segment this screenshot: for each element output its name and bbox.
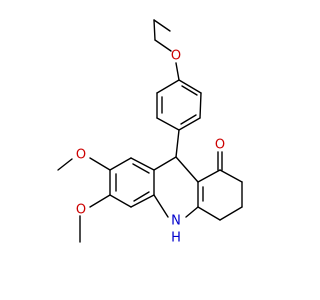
bond-phenyl-3 bbox=[178, 117, 201, 131]
amine-nitrogen-label: N bbox=[171, 214, 181, 229]
bond-central-1 bbox=[153, 156, 177, 171]
bond-benzo-1 bbox=[130, 157, 155, 171]
bond-benzo-double-a bbox=[132, 163, 150, 174]
bond-ethyl-ch3 bbox=[153, 19, 171, 32]
bond-methoxy-upper-ring bbox=[89, 157, 111, 171]
bond-methoxy-upper-me bbox=[57, 158, 73, 171]
bond-phenyl-1 bbox=[178, 79, 202, 94]
bond-phenyl-double-a bbox=[181, 85, 198, 96]
bond-benzo-4 bbox=[109, 194, 132, 208]
bond-central-4 bbox=[185, 206, 199, 218]
bond-benzo-double-c bbox=[133, 191, 150, 202]
molecule-structure: O O O O N H bbox=[57, 19, 243, 246]
bond-cyclo-5 bbox=[197, 206, 221, 221]
bond-phenyl-double-b bbox=[180, 114, 197, 125]
bond-phenyl-6 bbox=[156, 79, 180, 94]
bond-ethoxy-o-ring bbox=[175, 62, 180, 81]
bond-central-6 bbox=[175, 156, 199, 183]
ethoxy-oxygen-label: O bbox=[171, 49, 181, 64]
bond-benzo-2 bbox=[109, 157, 132, 171]
bond-central-3 bbox=[153, 194, 169, 218]
bond-phenyl-4 bbox=[156, 117, 180, 131]
bond-cyclo-1 bbox=[197, 169, 221, 183]
bond-cyclo-2 bbox=[219, 169, 243, 183]
bond-methoxy-lower-ring bbox=[89, 194, 111, 208]
amine-hydrogen-label: H bbox=[171, 231, 181, 246]
carbonyl-oxygen-label: O bbox=[215, 138, 225, 153]
bond-benzo-5 bbox=[130, 194, 155, 208]
methoxy-lower-oxygen-label: O bbox=[76, 203, 86, 218]
bond-cyclo-4 bbox=[219, 206, 243, 221]
bond-phenyl-2 bbox=[199, 92, 202, 119]
methoxy-upper-oxygen-label: O bbox=[76, 148, 86, 163]
molecule-diagram: O O O O N H bbox=[57, 19, 243, 246]
bond-ethoxy-o-ch2 bbox=[154, 39, 172, 52]
bond-phenyl-c9 bbox=[175, 129, 180, 158]
bond-ethyl-ch2 bbox=[153, 19, 156, 41]
